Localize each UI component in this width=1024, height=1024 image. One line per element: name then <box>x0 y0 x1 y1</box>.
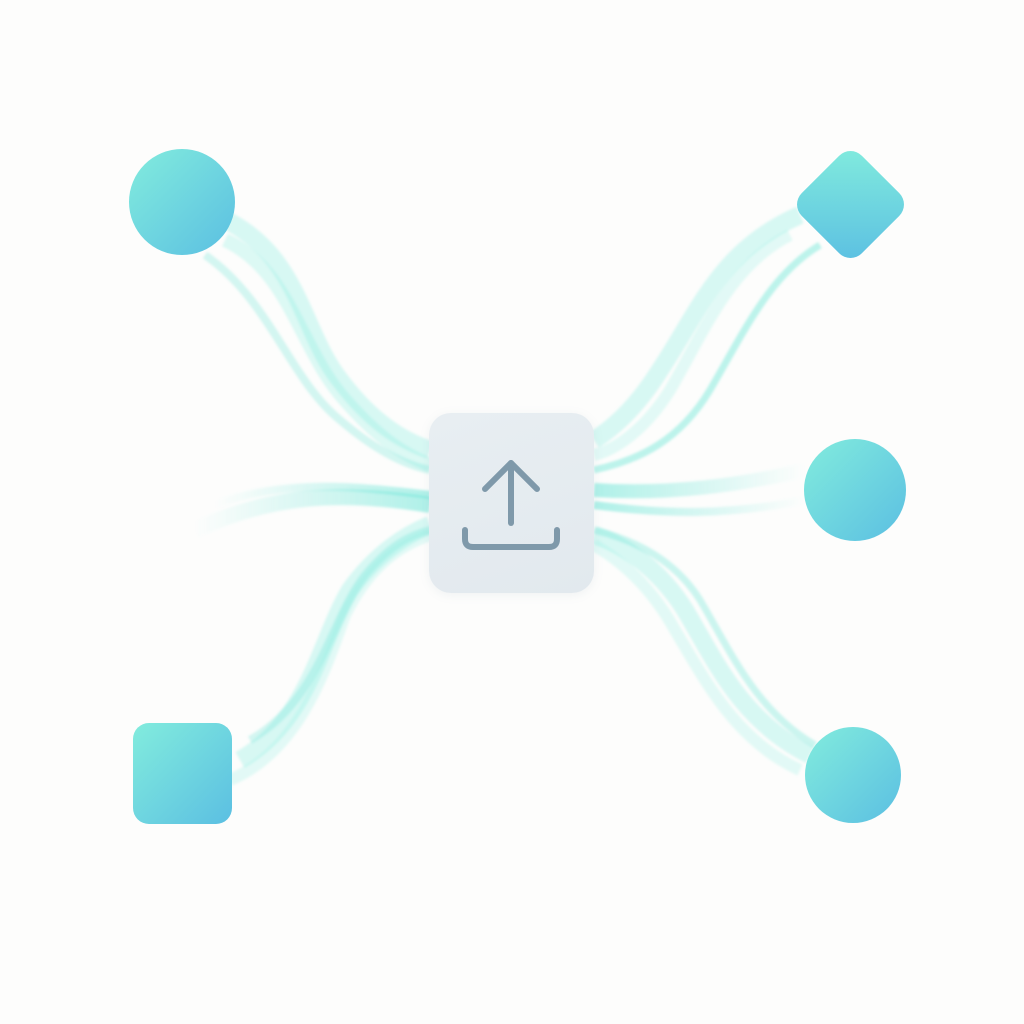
flow-top-left <box>202 206 433 474</box>
upload-hub[interactable] <box>429 413 594 593</box>
node-bottom-right-circle <box>805 727 901 823</box>
flow-bottom-right <box>590 526 817 776</box>
upload-icon <box>462 460 560 550</box>
flow-bottom-left <box>227 516 434 786</box>
flow-top-right <box>589 206 822 474</box>
flow-middle-right <box>593 463 807 516</box>
node-top-right-diamond <box>797 151 904 258</box>
node-bottom-left-square <box>133 723 232 824</box>
node-middle-right-circle <box>804 439 906 541</box>
node-top-left-circle <box>129 149 235 255</box>
flow-left <box>191 482 432 538</box>
